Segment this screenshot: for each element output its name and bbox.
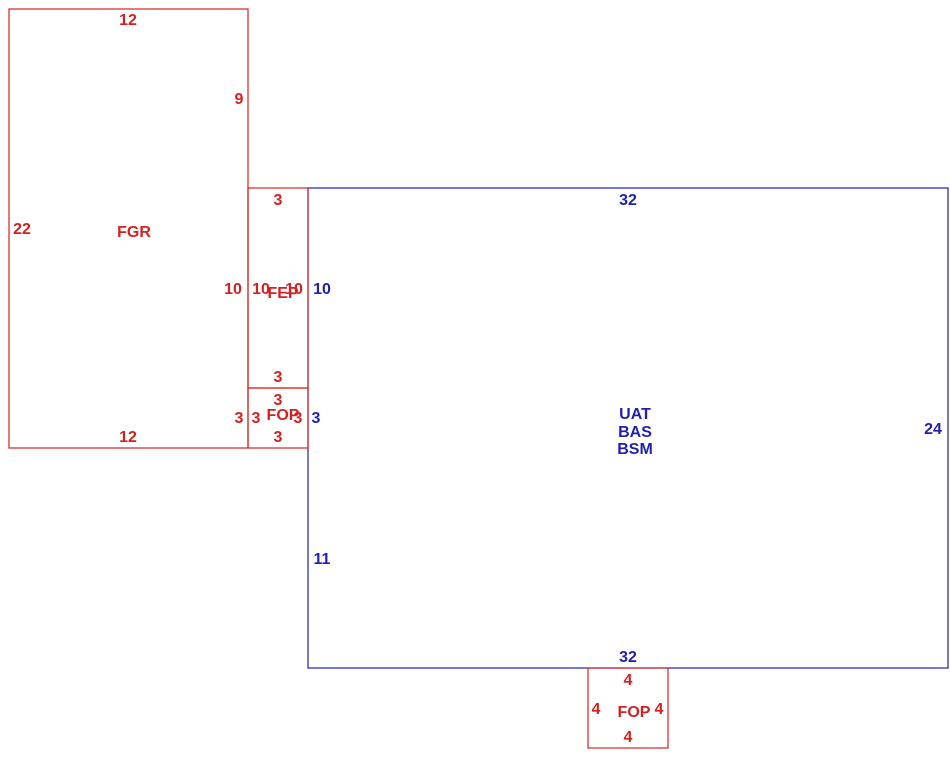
fep-area-label: FEP — [267, 285, 298, 302]
main-dim-right: 24 — [924, 421, 942, 438]
main-dim-left-upper: 10 — [313, 281, 331, 298]
fop-front-dim-left: 4 — [592, 701, 601, 718]
area-fop-side: 3 3 3 3 FOP 3 — [235, 387, 309, 449]
area-main: 32 10 3 UAT BAS BSM 24 11 32 — [307, 187, 949, 669]
area-fgr: 12 9 22 FGR 10 12 — [8, 8, 249, 449]
fgr-dim-left: 22 — [13, 221, 31, 238]
fop-side-area-label: FOP — [267, 407, 300, 424]
fgr-area-label: FGR — [117, 224, 151, 241]
fgr-dim-top: 12 — [119, 12, 137, 29]
fgr-dim-right-upper: 9 — [235, 91, 244, 108]
fep-dim-bottom: 3 — [274, 369, 283, 386]
main-dim-left-lower: 11 — [314, 551, 331, 568]
fop-front-area-label: FOP — [618, 704, 651, 721]
main-area-label-bas: BAS — [618, 424, 652, 441]
fep-dim-left: 10 — [252, 281, 270, 298]
fgr-dim-right-lower: 10 — [224, 281, 242, 298]
fop-side-dim-left-inner: 3 — [252, 410, 261, 427]
fop-front-dim-right: 4 — [655, 701, 664, 718]
fop-front-dim-bottom: 4 — [624, 729, 633, 746]
fep-dim-right: 10 — [285, 281, 303, 298]
fgr-dim-bottom: 12 — [119, 429, 137, 446]
area-fop-side-outline[interactable] — [247, 387, 309, 449]
fop-side-dim-top: 3 — [274, 392, 283, 409]
main-dim-top: 32 — [619, 192, 637, 209]
main-dim-bottom: 32 — [619, 649, 637, 666]
fop-side-dim-left-outer: 3 — [235, 410, 244, 427]
fop-side-dim-bottom: 3 — [274, 429, 283, 446]
main-dim-left-mid: 3 — [312, 410, 321, 427]
area-fop-front: 4 4 FOP 4 4 — [587, 667, 669, 749]
fep-dim-top: 3 — [274, 192, 283, 209]
area-fep: 3 10 FEP 10 3 — [247, 187, 309, 389]
main-area-label-bsm: BSM — [617, 441, 653, 458]
fop-front-dim-top: 4 — [624, 672, 633, 689]
area-fop-front-outline[interactable] — [587, 667, 669, 749]
main-area-label-uat: UAT — [619, 406, 651, 423]
fop-side-dim-right: 3 — [294, 410, 303, 427]
